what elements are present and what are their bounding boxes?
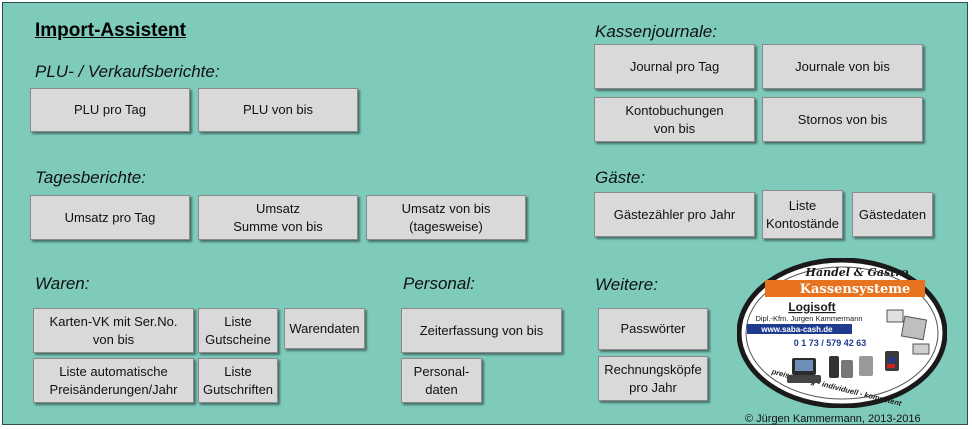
gaestezaehler-button[interactable]: Gästezähler pro Jahr	[594, 192, 755, 237]
plu-pro-tag-button[interactable]: PLU pro Tag	[30, 88, 190, 132]
journale-von-bis-button[interactable]: Journale von bis	[762, 44, 923, 89]
import-assistant-panel: Import-Assistent PLU- / Verkaufsberichte…	[2, 2, 968, 425]
gaestedaten-button[interactable]: Gästedaten	[852, 192, 933, 237]
section-gaeste-label: Gäste:	[595, 168, 646, 187]
page-title: Import-Assistent	[35, 20, 186, 41]
kontobuchungen-button[interactable]: Kontobuchungen von bis	[594, 97, 755, 142]
scanner-icon	[885, 351, 899, 371]
logo-owner: Dipl.-Kfm. Jurgen Kammermann	[755, 314, 862, 323]
logo-top-text: Handel & Gastro	[805, 266, 909, 279]
plu-von-bis-button[interactable]: PLU von bis	[198, 88, 358, 132]
copyright-text: © Jürgen Kammermann, 2013-2016	[745, 413, 921, 425]
logisoft-logo: Handel & Gastro Kassensysteme Logisoft D…	[737, 258, 947, 408]
zeiterfassung-button[interactable]: Zeiterfassung von bis	[401, 308, 562, 353]
section-plu-label: PLU- / Verkaufsberichte:	[35, 62, 220, 81]
printer-icon	[886, 309, 930, 355]
rechnungskoepfe-button[interactable]: Rechnungsköpfe pro Jahr	[598, 356, 708, 401]
logo-web: www.saba-cash.de	[760, 325, 833, 334]
passwoerter-button[interactable]: Passwörter	[598, 308, 708, 350]
liste-kontostaende-button[interactable]: Liste Kontostände	[762, 190, 843, 239]
personaldaten-button[interactable]: Personal- daten	[401, 358, 482, 403]
stornos-button[interactable]: Stornos von bis	[762, 97, 923, 142]
umsatz-pro-tag-button[interactable]: Umsatz pro Tag	[30, 195, 190, 240]
liste-gutscheine-button[interactable]: Liste Gutscheine	[198, 308, 278, 353]
karten-vk-button[interactable]: Karten-VK mit Ser.No. von bis	[33, 308, 194, 353]
section-tagesberichte-label: Tagesberichte:	[35, 168, 146, 187]
journal-pro-tag-button[interactable]: Journal pro Tag	[594, 44, 755, 89]
logo-name: Logisoft	[788, 300, 835, 314]
section-weitere-label: Weitere:	[595, 275, 658, 294]
warendaten-button[interactable]: Warendaten	[284, 308, 365, 349]
umsatz-summe-button[interactable]: Umsatz Summe von bis	[198, 195, 358, 240]
liste-preisaenderungen-button[interactable]: Liste automatische Preisänderungen/Jahr	[33, 358, 194, 403]
umsatz-tagesweise-button[interactable]: Umsatz von bis (tagesweise)	[366, 195, 526, 240]
card-reader-icon	[829, 356, 873, 378]
logo-band-text: Kassensysteme	[800, 282, 911, 297]
section-kassenjournale-label: Kassenjournale:	[595, 22, 717, 41]
section-personal-label: Personal:	[403, 274, 475, 293]
logo-phone: 0 1 73 / 579 42 63	[794, 338, 867, 348]
pos-terminal-icon	[787, 358, 821, 383]
logo-band	[765, 280, 925, 297]
liste-gutschriften-button[interactable]: Liste Gutschriften	[198, 358, 278, 403]
section-waren-label: Waren:	[35, 274, 90, 293]
